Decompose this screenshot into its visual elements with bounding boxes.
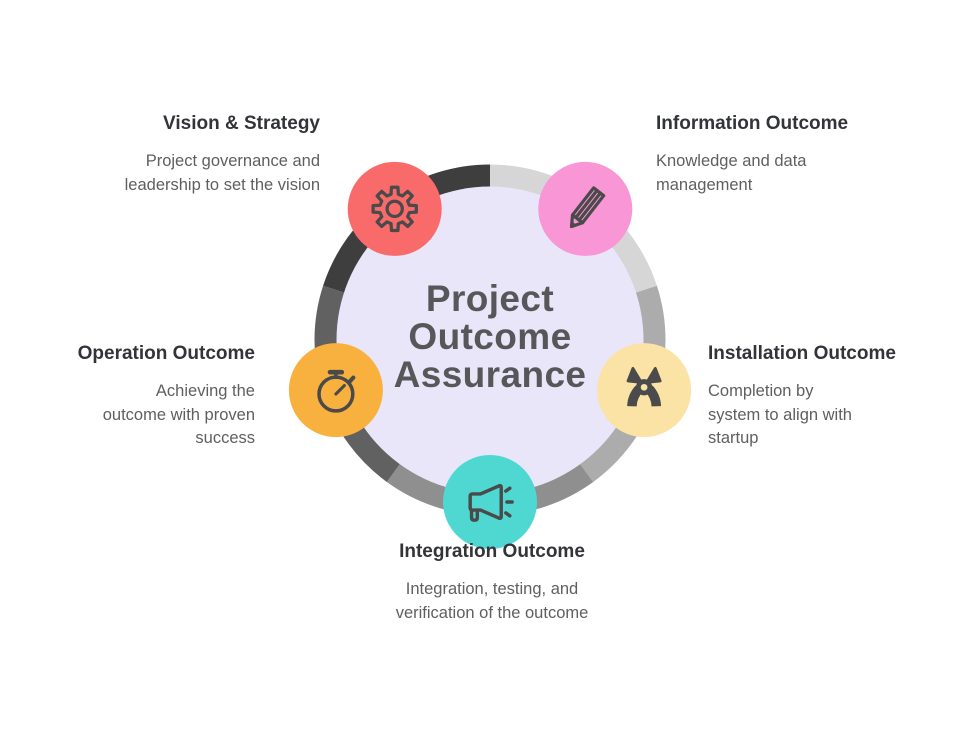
information-node	[538, 161, 633, 256]
integration-description: Integration, testing, and verification o…	[395, 580, 589, 622]
label-information-outcome: Information Outcome Knowledge and data m…	[656, 112, 848, 197]
label-installation-outcome: Installation Outcome Completion by syste…	[708, 342, 896, 451]
label-integration-outcome: Integration Outcome Integration, testing…	[332, 540, 652, 625]
label-operation-outcome: Operation Outcome Achieving the outcome …	[78, 342, 255, 451]
integration-heading: Integration Outcome	[399, 541, 585, 562]
integration-circle	[443, 455, 537, 549]
center-title: Project Outcome Assurance	[393, 278, 587, 395]
pencil-icon	[569, 186, 606, 229]
installation-heading: Installation Outcome	[708, 343, 896, 364]
center-circle	[336, 186, 644, 494]
information-description: Knowledge and data management	[656, 152, 807, 194]
vision-heading: Vision & Strategy	[163, 113, 320, 134]
information-heading: Information Outcome	[656, 113, 849, 134]
installation-description: Completion by system to align with start…	[708, 382, 852, 447]
pliers-icon	[626, 367, 662, 407]
installation-node	[597, 343, 692, 438]
vision-node	[347, 161, 442, 256]
operation-description: Achieving the outcome with proven succes…	[102, 382, 255, 447]
megaphone-icon	[468, 483, 514, 522]
operation-node	[288, 343, 383, 438]
label-vision-strategy: Vision & Strategy Project governance and…	[125, 112, 320, 197]
vision-circle	[347, 161, 442, 256]
stopwatch-icon	[317, 369, 356, 413]
operation-heading: Operation Outcome	[77, 343, 255, 364]
vision-description: Project governance and leadership to set…	[124, 152, 320, 194]
operation-circle	[288, 343, 383, 438]
integration-node	[443, 455, 537, 549]
gear-icon	[371, 185, 418, 233]
information-circle	[538, 161, 633, 256]
